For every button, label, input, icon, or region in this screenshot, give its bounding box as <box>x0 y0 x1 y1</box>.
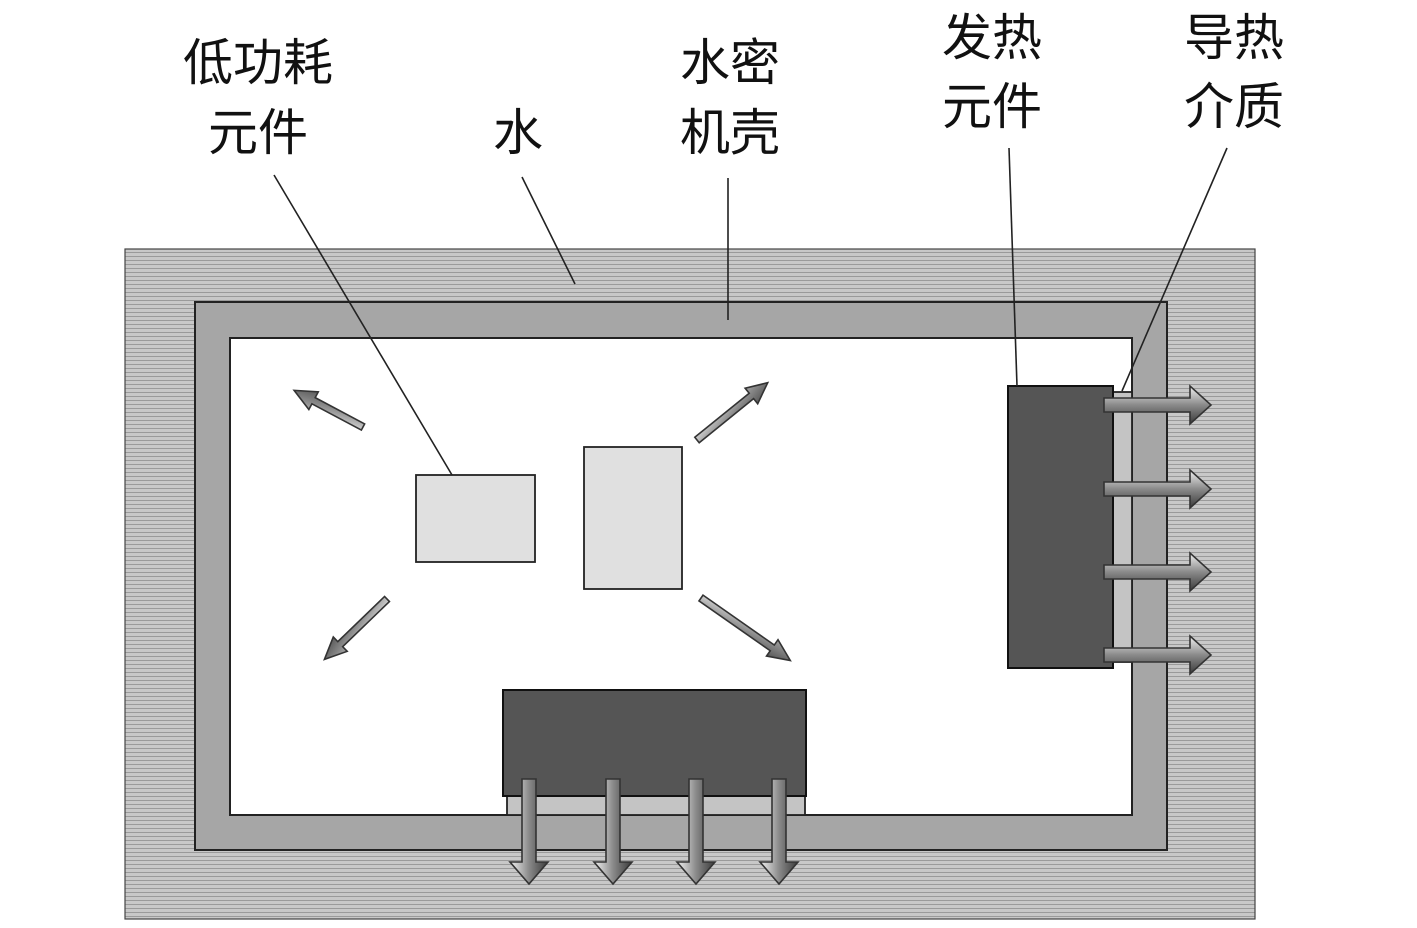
label-water: 水 <box>493 104 543 162</box>
label-low-power-line1: 低功耗 <box>183 34 333 92</box>
leader-line-low-power <box>273 174 453 476</box>
label-housing-line1: 水密 <box>680 34 780 92</box>
thermal-medium-bottom <box>506 795 806 816</box>
heat-arrow-down-4 <box>758 778 800 886</box>
label-thermal-medium-line1: 导热 <box>1184 9 1284 67</box>
leader-line-thermal-medium <box>1121 147 1228 392</box>
heat-arrow-right-4 <box>1103 634 1213 676</box>
label-low-power-line2: 元件 <box>208 104 308 162</box>
heat-arrow-down-1 <box>508 778 550 886</box>
heat-arrow-right-3 <box>1103 551 1213 593</box>
low-power-component-a <box>415 474 536 563</box>
diagonal-arrow-down-right <box>697 594 792 662</box>
low-power-component-b <box>583 446 683 590</box>
leader-line-water <box>521 176 576 285</box>
heat-arrow-down-2 <box>592 778 634 886</box>
heat-component-right <box>1007 385 1114 669</box>
leader-line-heat-component <box>1008 147 1018 387</box>
heat-arrow-right-1 <box>1103 384 1213 426</box>
label-housing-line2: 机壳 <box>680 104 780 162</box>
thermal-medium-right <box>1112 391 1133 663</box>
heat-component-bottom <box>502 689 807 797</box>
diagonal-arrow-up-left <box>292 389 366 432</box>
heat-arrow-right-2 <box>1103 468 1213 510</box>
diagonal-arrow-up-right <box>693 381 770 444</box>
diagonal-arrow-down-left <box>323 595 391 661</box>
heat-arrow-down-3 <box>675 778 717 886</box>
label-thermal-medium-line2: 介质 <box>1184 78 1284 136</box>
label-heat-component-line1: 发热 <box>942 9 1042 67</box>
label-heat-component-line2: 元件 <box>942 78 1042 136</box>
